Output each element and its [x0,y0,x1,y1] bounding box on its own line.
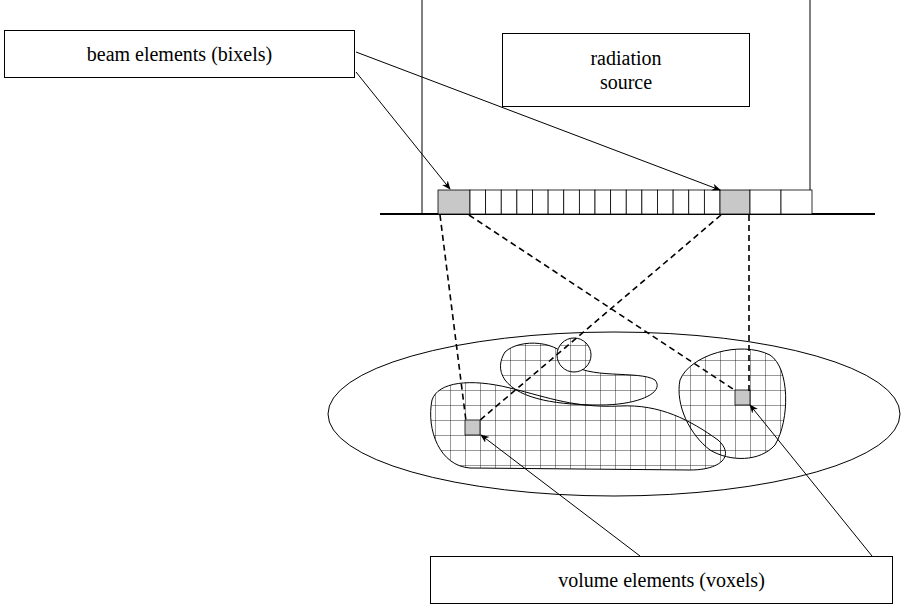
organ-small [555,336,595,376]
label-box: volume elements (voxels) [430,556,893,604]
machine-housing [422,0,810,214]
box-label: radiation source [576,46,676,94]
patient-body [328,332,900,496]
beam-lines [440,215,749,421]
bixel-row [438,190,812,214]
leader-lines [356,52,872,556]
label-box: beam elements (bixels) [4,30,355,78]
organ-middle [495,335,670,410]
source-box: radiation source [502,33,750,107]
box-label: beam elements (bixels) [87,42,273,66]
box-label: volume elements (voxels) [558,568,765,592]
